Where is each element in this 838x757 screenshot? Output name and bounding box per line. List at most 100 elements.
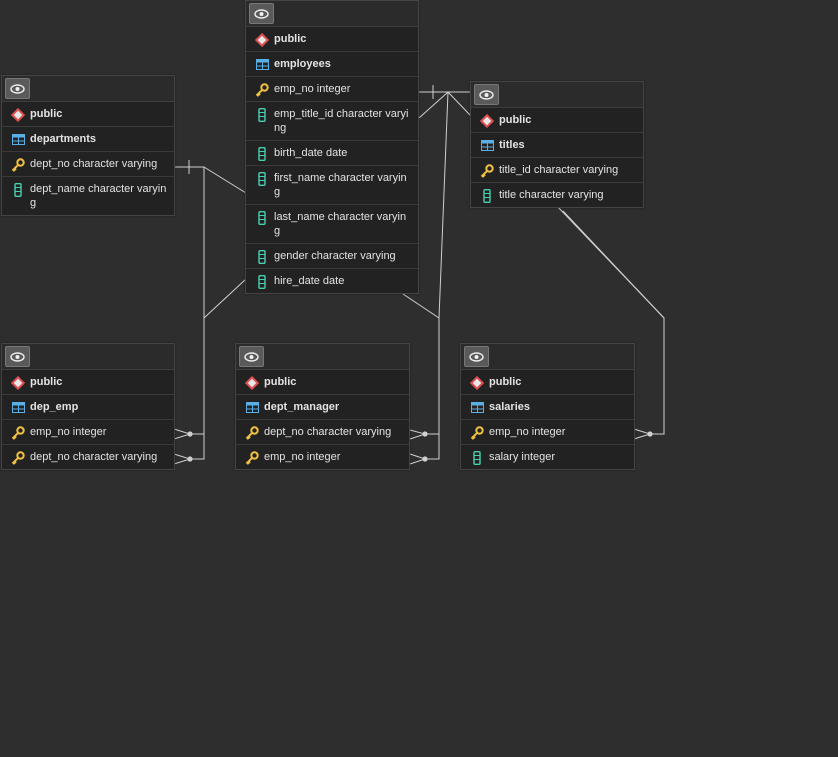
column-row: emp_no integer [246, 77, 418, 102]
column-icon [470, 450, 484, 465]
column-row: dept_name character varying [2, 177, 174, 215]
key-icon [11, 157, 25, 172]
table-node-departments[interactable]: public departments dept_no character var… [1, 75, 175, 216]
eye-icon[interactable] [5, 78, 30, 99]
table-node-dep-emp[interactable]: public dep_emp emp_no integer dept_no ch… [1, 343, 175, 470]
schema-diamond-icon [255, 32, 269, 47]
schema-row: public [461, 370, 634, 395]
column-label: dept_no character varying [30, 158, 158, 170]
schema-label: public [30, 376, 63, 388]
column-label: emp_no integer [274, 83, 351, 95]
key-icon [245, 450, 259, 465]
node-header [471, 82, 643, 108]
column-row: hire_date date [246, 269, 418, 293]
key-icon [11, 450, 25, 465]
column-icon [255, 249, 269, 264]
column-row: emp_no integer [2, 420, 174, 445]
column-label: hire_date date [274, 275, 345, 287]
key-icon [255, 82, 269, 97]
column-label: emp_title_id character varying [274, 108, 409, 134]
column-label: dept_name character varying [30, 183, 167, 209]
eye-icon[interactable] [5, 346, 30, 367]
schema-diamond-icon [11, 107, 25, 122]
table-name: salaries [489, 401, 530, 413]
column-row: birth_date date [246, 141, 418, 166]
column-row: last_name character varying [246, 205, 418, 244]
column-label: emp_no integer [30, 426, 107, 438]
table-node-dept-manager[interactable]: public dept_manager dept_no character va… [235, 343, 410, 470]
link-employees-titles [418, 91, 471, 119]
key-icon [470, 425, 484, 440]
column-row: dept_no character varying [236, 420, 409, 445]
node-header [246, 1, 418, 27]
schema-row: public [471, 108, 643, 133]
key-icon [245, 425, 259, 440]
column-row: salary integer [461, 445, 634, 469]
column-row: dept_no character varying [2, 152, 174, 177]
table-grid-icon [255, 58, 269, 71]
table-name-row: titles [471, 133, 643, 158]
column-icon [255, 274, 269, 289]
schema-label: public [264, 376, 297, 388]
column-label: gender character varying [274, 250, 396, 262]
column-row: first_name character varying [246, 166, 418, 205]
table-name-row: dep_emp [2, 395, 174, 420]
schema-diamond-icon [470, 375, 484, 390]
column-label: first_name character varying [274, 172, 407, 198]
key-icon [480, 163, 494, 178]
schema-row: public [2, 102, 174, 127]
table-grid-icon [480, 139, 494, 152]
link-departments-dept-manager [203, 166, 247, 194]
table-name: titles [499, 139, 525, 151]
node-header [461, 344, 634, 370]
table-name-row: employees [246, 52, 418, 77]
schema-diamond-icon [245, 375, 259, 390]
column-label: last_name character varying [274, 211, 407, 237]
key-icon [11, 425, 25, 440]
schema-label: public [499, 114, 532, 126]
table-name: dep_emp [30, 401, 79, 413]
column-icon [11, 182, 25, 197]
table-name-row: dept_manager [236, 395, 409, 420]
schema-row: public [236, 370, 409, 395]
table-node-titles[interactable]: public titles title_id character varying… [470, 81, 644, 208]
table-name-row: salaries [461, 395, 634, 420]
column-row: title_id character varying [471, 158, 643, 183]
column-row: emp_title_id character varying [246, 102, 418, 141]
eye-icon[interactable] [239, 346, 264, 367]
schema-diamond-icon [11, 375, 25, 390]
eye-icon[interactable] [474, 84, 499, 105]
table-node-salaries[interactable]: public salaries emp_no integer salary in… [460, 343, 635, 470]
schema-label: public [274, 33, 307, 45]
column-icon [480, 188, 494, 203]
column-label: dept_no character varying [30, 451, 158, 463]
table-name: employees [274, 58, 331, 70]
table-grid-icon [11, 133, 25, 146]
table-grid-icon [470, 401, 484, 414]
table-node-employees[interactable]: public employees emp_no integer emp_titl… [245, 0, 419, 294]
column-label: birth_date date [274, 147, 348, 159]
column-icon [255, 171, 269, 186]
column-label: title character varying [499, 189, 604, 201]
table-name-row: departments [2, 127, 174, 152]
link-departments-dep-emp [174, 166, 205, 460]
column-row: dept_no character varying [2, 445, 174, 469]
node-header [2, 344, 174, 370]
column-icon [255, 107, 269, 122]
column-row: title character varying [471, 183, 643, 207]
schema-row: public [246, 27, 418, 52]
column-row: gender character varying [246, 244, 418, 269]
schema-label: public [489, 376, 522, 388]
eye-icon[interactable] [464, 346, 489, 367]
column-icon [255, 146, 269, 161]
eye-icon[interactable] [249, 3, 274, 24]
schema-row: public [2, 370, 174, 395]
schema-diamond-icon [480, 113, 494, 128]
column-label: emp_no integer [264, 451, 341, 463]
column-label: title_id character varying [499, 164, 619, 176]
node-header [236, 344, 409, 370]
column-row: emp_no integer [236, 445, 409, 469]
table-grid-icon [245, 401, 259, 414]
column-label: emp_no integer [489, 426, 566, 438]
